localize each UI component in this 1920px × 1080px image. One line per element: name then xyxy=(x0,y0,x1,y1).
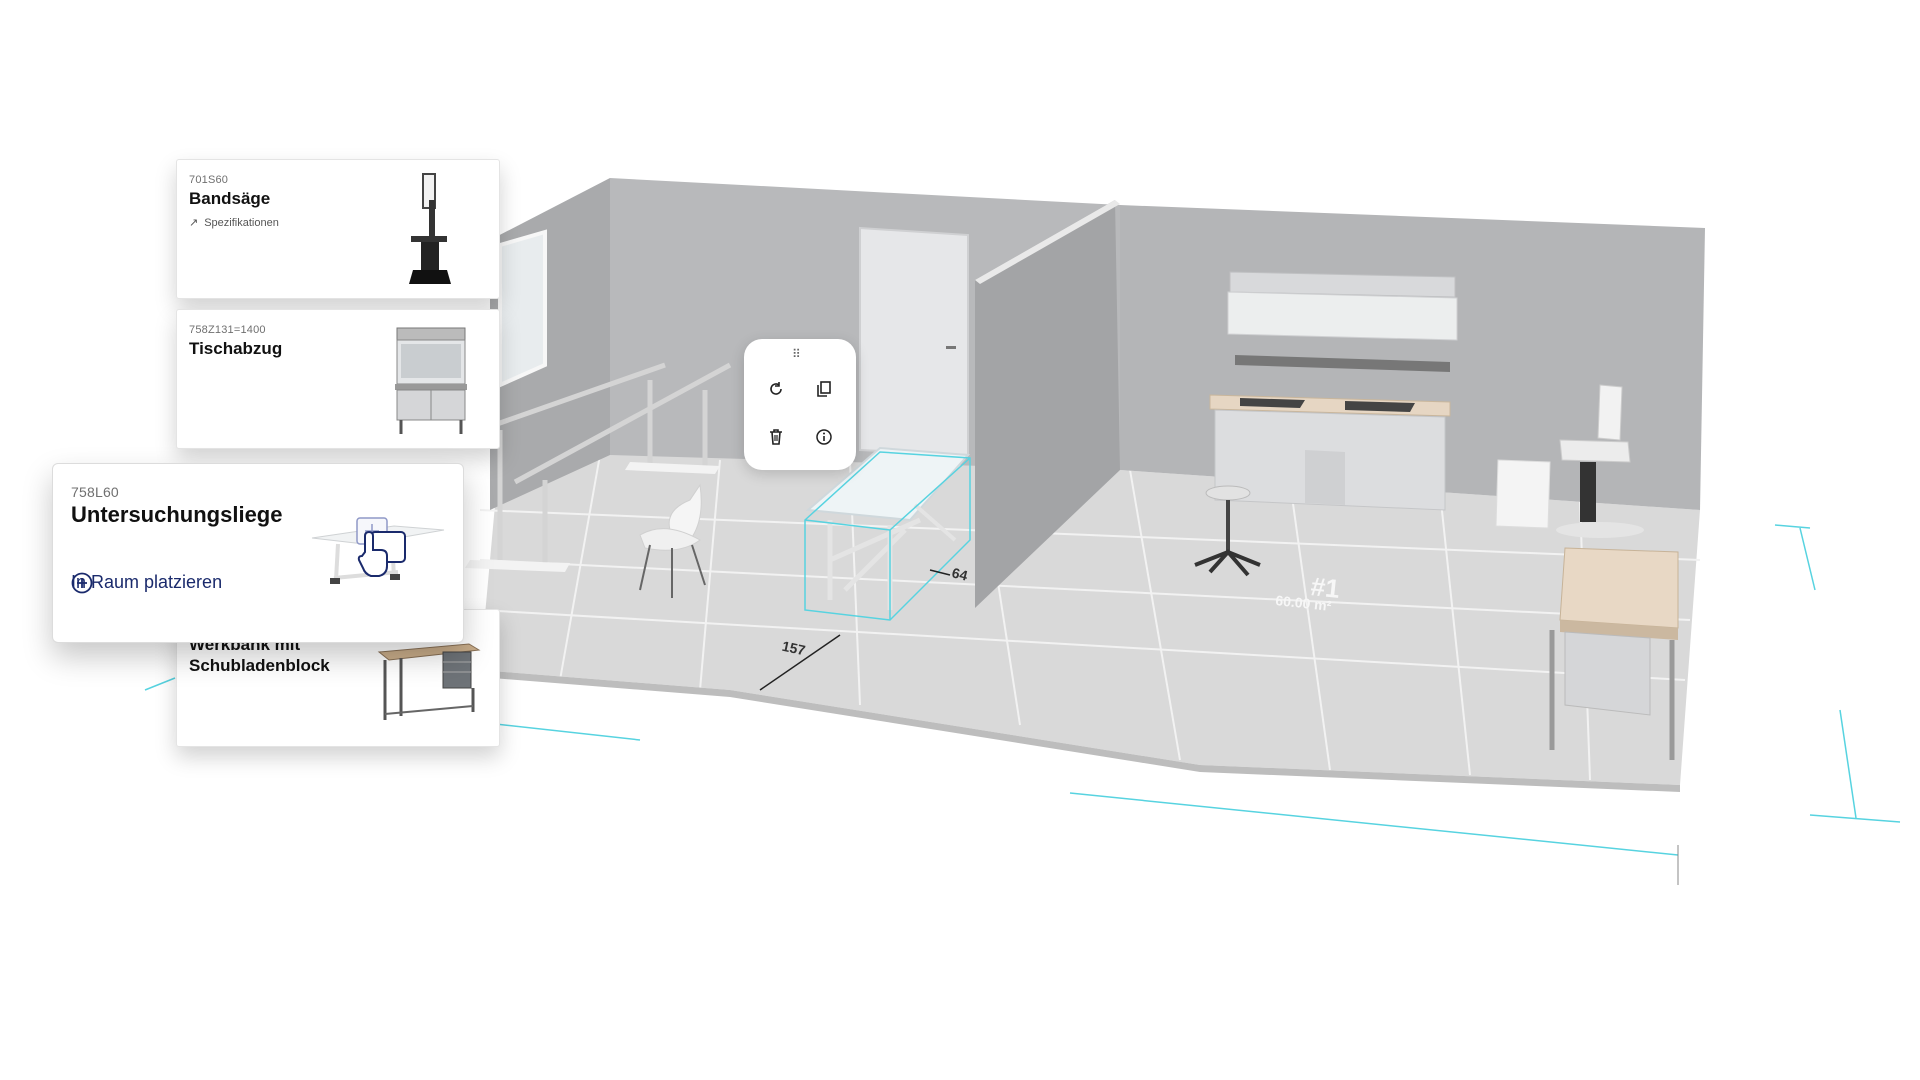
partition-wall xyxy=(975,200,1120,608)
room-number: #1 xyxy=(1309,571,1341,604)
room-area: 60.00 m² xyxy=(1275,592,1333,614)
specifications-label: Spezifikationen xyxy=(204,216,279,229)
door-handle xyxy=(946,346,956,349)
catalog-card-untersuchungsliege[interactable]: 758L60 Untersuchungsliege In Raum platzi… xyxy=(52,463,464,643)
width-dimension: 64 xyxy=(950,564,970,584)
floor-tiles xyxy=(479,454,1701,781)
rotate-button[interactable] xyxy=(762,375,790,403)
product-title: Tischabzug xyxy=(189,339,283,358)
catalog-card-bandsaege[interactable]: 701S60 Bandsäge ↗ Spezifikationen xyxy=(176,159,500,299)
window xyxy=(498,229,547,389)
product-title: Bandsäge xyxy=(189,189,271,208)
specifications-link[interactable]: ↗ Spezifikationen xyxy=(189,216,279,230)
product-title-line2: Schubladenblock xyxy=(189,656,330,675)
door xyxy=(859,226,969,457)
plus-circle-icon xyxy=(71,572,93,593)
fume-hood-image xyxy=(395,327,467,434)
length-dimension-line xyxy=(759,634,841,691)
place-in-room-button[interactable]: In Raum platzieren xyxy=(71,572,222,593)
room-floor xyxy=(480,450,1700,785)
product-code: 758Z131=1400 xyxy=(189,324,266,336)
treatment-chair xyxy=(1495,384,1644,538)
floor-edge xyxy=(480,670,1680,792)
parallel-bars-base xyxy=(465,462,720,572)
delete-icon xyxy=(770,429,782,445)
examination-couch-selected[interactable] xyxy=(804,446,971,621)
arrow-up-right-icon: ↗ xyxy=(189,217,199,229)
stool xyxy=(1194,485,1261,577)
parallel-bars xyxy=(479,362,732,570)
rotate-icon xyxy=(770,382,782,395)
info-button[interactable] xyxy=(810,423,838,451)
product-title: Untersuchungsliege xyxy=(71,502,283,527)
chair xyxy=(639,483,706,598)
workbench-image xyxy=(377,643,481,720)
workbench-right xyxy=(1549,547,1679,760)
selection-box xyxy=(804,451,971,621)
width-dimension-line xyxy=(929,569,951,576)
toolbar-drag-handle[interactable]: ⠿ xyxy=(792,347,802,361)
partition-top xyxy=(975,200,1120,284)
band-saw-image xyxy=(409,173,451,284)
duplicate-button[interactable] xyxy=(810,375,838,403)
duplicate-icon xyxy=(817,381,831,397)
object-toolbar: ⠿ xyxy=(744,339,856,470)
lab-workstation xyxy=(1209,271,1458,511)
product-code: 758L60 xyxy=(71,484,119,500)
product-code: 701S60 xyxy=(189,174,229,186)
catalog-card-tischabzug[interactable]: 758Z131=1400 Tischabzug xyxy=(176,309,500,449)
info-icon xyxy=(816,429,832,445)
drag-to-place-icon xyxy=(356,517,406,577)
place-in-room-label: In Raum platzieren xyxy=(71,572,223,592)
delete-button[interactable] xyxy=(762,423,790,451)
